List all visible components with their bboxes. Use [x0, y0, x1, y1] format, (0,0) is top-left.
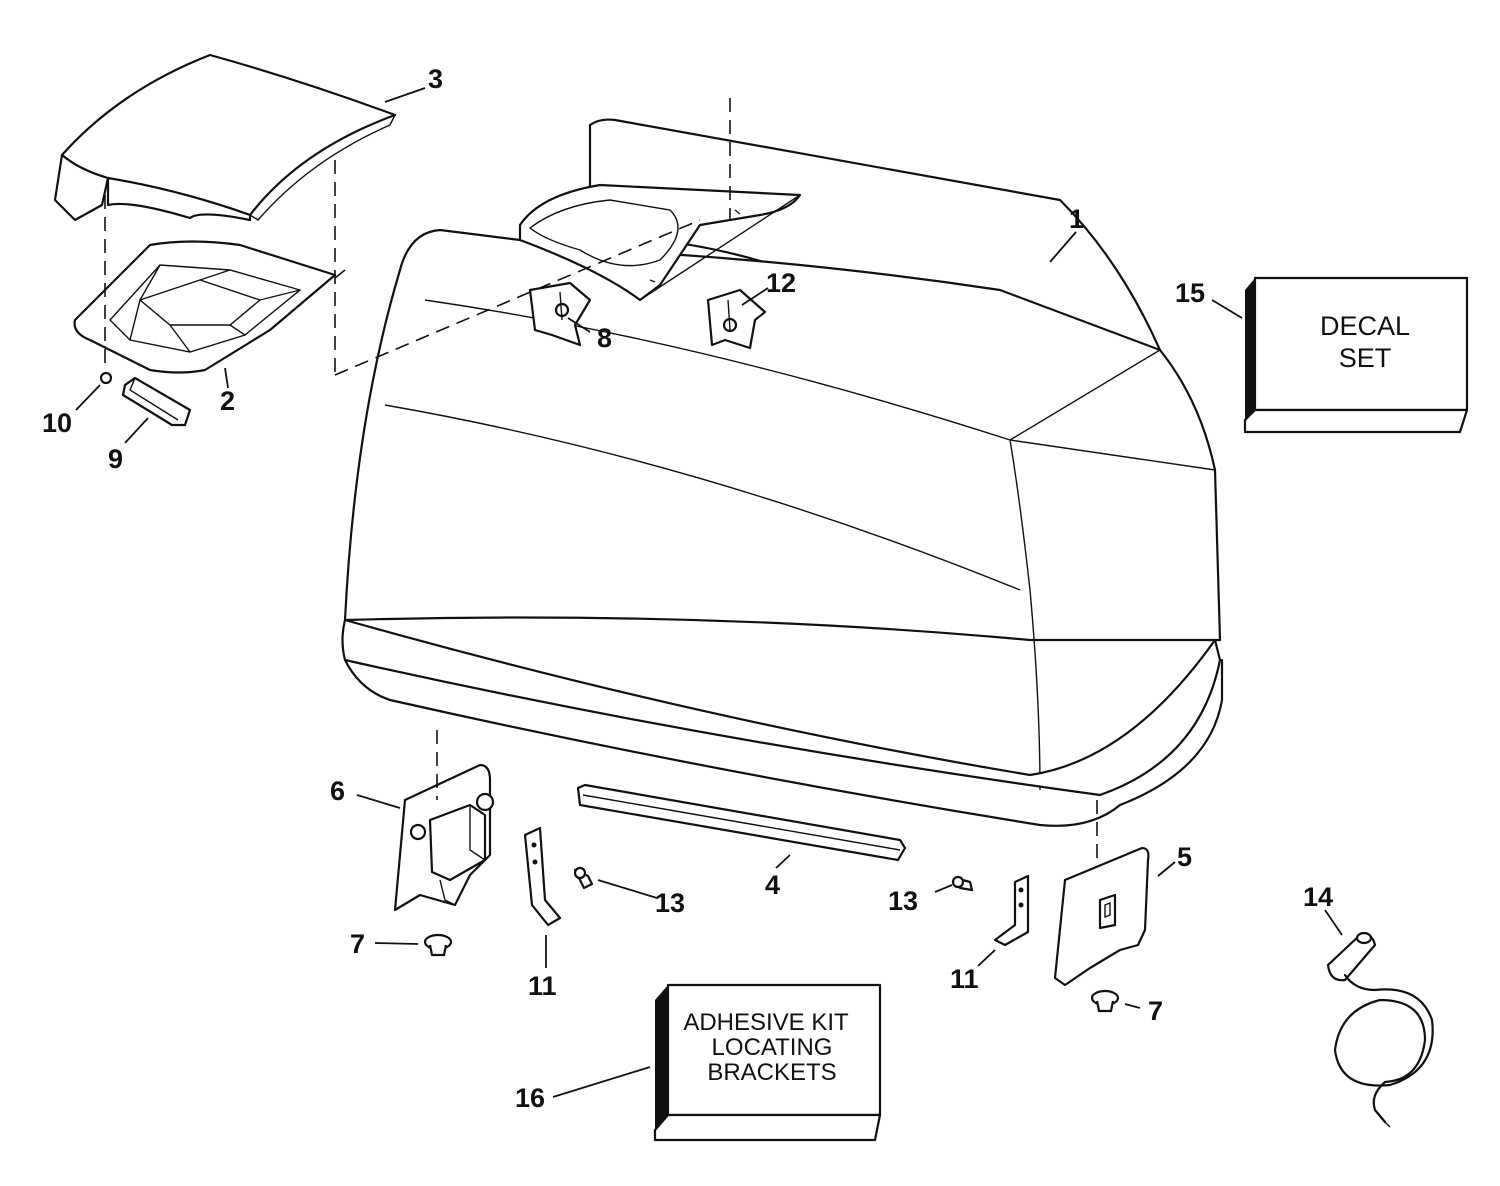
vent-grille-part-2	[73, 240, 337, 374]
cable-part-14	[1326, 931, 1434, 1128]
callout-4: 4	[765, 870, 780, 900]
decal-label-line2: SET	[1339, 343, 1392, 373]
callout-7-left: 7	[350, 929, 365, 959]
callout-8: 8	[597, 323, 612, 353]
adhesive-label-line1: ADHESIVE KIT	[683, 1009, 849, 1036]
grommet-part-7-right	[1090, 989, 1120, 1013]
callout-numbers: 1 2 3 4 5 6 7 7 8 9 10 11 11 12 13 13 14…	[42, 64, 1333, 1113]
engine-cover-part-1	[341, 118, 1224, 827]
callout-13-right: 13	[888, 886, 918, 916]
leader-lines	[75, 87, 1343, 1098]
callout-15: 15	[1175, 278, 1205, 308]
callout-1: 1	[1069, 204, 1084, 234]
decal-set-box-part-15: DECAL SET	[1243, 276, 1469, 434]
callout-11-left: 11	[528, 971, 557, 1001]
callout-2: 2	[220, 386, 235, 416]
bar-part-9	[121, 376, 192, 427]
bracket-part-11-left	[523, 826, 562, 927]
adhesive-label-line2: LOCATING	[712, 1034, 833, 1061]
callout-12: 12	[766, 268, 796, 298]
adhesive-kit-box-part-16: ADHESIVE KIT LOCATING BRACKETS	[653, 983, 882, 1142]
callout-7-right: 7	[1148, 996, 1163, 1026]
trim-strip-part-4	[576, 783, 907, 862]
screw-part-13-right	[951, 875, 974, 892]
callout-16: 16	[515, 1083, 545, 1113]
callout-14: 14	[1303, 882, 1333, 912]
vent-cap-part-3	[53, 53, 397, 222]
alignment-lines-top	[104, 98, 731, 376]
callout-9: 9	[108, 444, 123, 474]
latch-part-8	[528, 281, 592, 347]
adhesive-label-line3: BRACKETS	[707, 1059, 836, 1086]
screw-part-10	[99, 371, 113, 385]
callout-3: 3	[428, 64, 443, 94]
callout-11-right: 11	[950, 964, 979, 994]
callout-6: 6	[330, 776, 345, 806]
latch-plate-part-5	[1053, 846, 1150, 987]
bracket-part-11-right	[993, 874, 1030, 947]
callout-5: 5	[1177, 842, 1192, 872]
grommet-part-7-left	[423, 933, 453, 957]
screw-part-13-left	[573, 866, 594, 890]
latch-bracket-part-6	[393, 763, 495, 912]
latch-part-12	[706, 288, 767, 350]
callout-10: 10	[42, 408, 72, 438]
decal-label-line1: DECAL	[1320, 311, 1410, 341]
callout-13-left: 13	[655, 888, 685, 918]
